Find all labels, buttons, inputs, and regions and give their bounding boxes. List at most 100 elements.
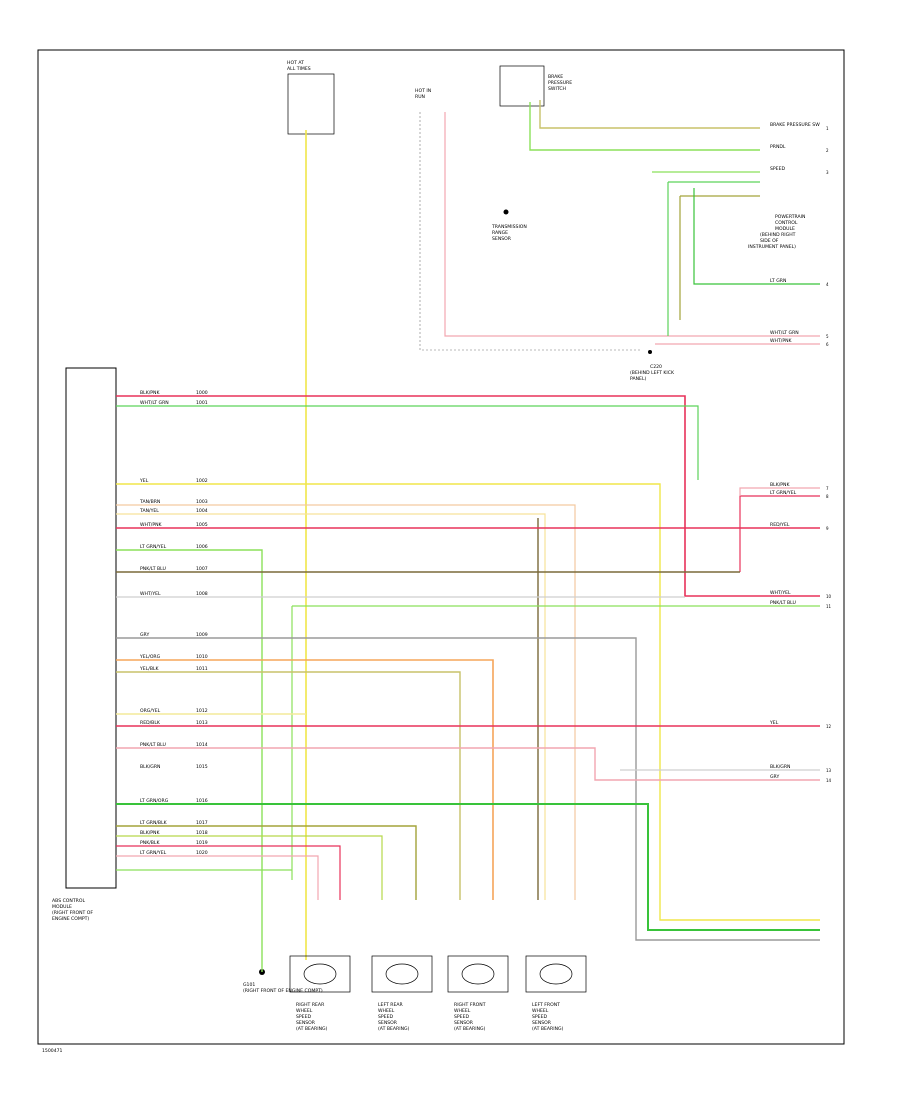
wire-color-label: LT GRN/YEL (140, 850, 167, 856)
svg-text:RANGE: RANGE (492, 230, 508, 236)
hot-in-run-label: HOT IN RUN (415, 88, 431, 100)
connector-pin: 5 (826, 334, 829, 339)
connector-pin: 10 (826, 594, 832, 599)
wire-color-label: WHT/LT GRN (140, 400, 169, 406)
svg-text:MODULE: MODULE (775, 226, 795, 232)
connector-pin: 11 (826, 604, 832, 609)
wire-color-label: BLK/GRN (140, 764, 160, 770)
wire-color-label: PNK/LT BLU (140, 566, 166, 572)
wire-pink-upper-right (739, 495, 820, 572)
connector-label: BRAKE PRESSURE SW (770, 122, 820, 128)
svg-text:(AT BEARING): (AT BEARING) (532, 1026, 564, 1032)
wire-circuit-label: 1015 (196, 764, 208, 770)
wire-color-label: WHT/PNK (140, 522, 163, 528)
wire-circuit-label: 1018 (196, 830, 208, 836)
wire-yel-484 (116, 483, 820, 921)
connector-label: PNK/LT BLU (770, 600, 796, 606)
c220-connector-label: C220 (BEHIND LEFT KICK PANEL) (630, 350, 675, 382)
svg-text:(RIGHT FRONT OF ENGINE COMPT): (RIGHT FRONT OF ENGINE COMPT) (243, 988, 323, 994)
wire-color-label: WHT/YEL (140, 591, 161, 597)
connector-label: WHT/YEL (770, 590, 791, 596)
svg-text:SENSOR: SENSOR (532, 1020, 552, 1026)
powertrain-control-module-label: POWERTRAIN CONTROL MODULE (BEHIND RIGHT … (748, 214, 805, 250)
svg-text:RIGHT FRONT: RIGHT FRONT (454, 1002, 486, 1008)
wire-color-label: TAN/YEL (139, 508, 159, 514)
wire-wht-ltgrn (116, 405, 699, 480)
svg-text:SENSOR: SENSOR (454, 1020, 474, 1026)
wire-color-label: LT GRN/ORG (140, 798, 169, 804)
wire-circuit-label: 1009 (196, 632, 208, 638)
sensor-left-rear: LEFT REAR WHEEL SPEED SENSOR (AT BEARING… (371, 955, 433, 1032)
connector-pin: 14 (826, 778, 832, 783)
sensor-right-rear: RIGHT REAR WHEEL SPEED SENSOR (AT BEARIN… (289, 955, 351, 1032)
connector-pin: 7 (826, 486, 829, 491)
wire-circuit-label: 1013 (196, 720, 208, 726)
svg-text:RIGHT REAR: RIGHT REAR (296, 1002, 325, 1008)
svg-text:SENSOR: SENSOR (378, 1020, 398, 1026)
diagram-frame (37, 49, 845, 1045)
connector-label: PRNDL (770, 144, 786, 150)
svg-text:PANEL): PANEL) (630, 376, 647, 382)
wire-circuit-label: 1004 (196, 508, 208, 514)
connector-pin: 1 (826, 126, 829, 131)
svg-text:ALL TIMES: ALL TIMES (287, 66, 311, 72)
connector-pin: 4 (826, 282, 829, 287)
connector-pin: 8 (826, 494, 829, 499)
module-name-line-3: (RIGHT FRONT OF (52, 910, 93, 916)
wire-yel-blk-672 (116, 671, 461, 900)
svg-text:WHEEL: WHEEL (378, 1008, 395, 1014)
wire-circuit-label: 1017 (196, 820, 208, 826)
abs-control-module: ABS CONTROL MODULE (RIGHT FRONT OF ENGIN… (52, 367, 117, 922)
svg-text:INSTRUMENT PANEL): INSTRUMENT PANEL) (748, 244, 796, 250)
wire-blk-grn-804 (116, 803, 820, 931)
wire-circuit-label: 1008 (196, 591, 208, 597)
wire-circuit-label: 1019 (196, 840, 208, 846)
wire-color-label: LT GRN/BLK (140, 820, 168, 826)
wire-olive-bps-1 (539, 100, 760, 129)
fuse-block-label: HOT AT ALL TIMES (287, 60, 335, 135)
wire-circuit-label: 1007 (196, 566, 208, 572)
component-labels: HOT AT ALL TIMES HOT IN RUN BRAKE PRESSU… (243, 60, 805, 994)
wire-color-label: ORG/YEL (140, 708, 161, 714)
wire-circuit-label: 1011 (196, 666, 208, 672)
module-name-line-2: MODULE (52, 904, 72, 910)
svg-text:G101: G101 (243, 982, 255, 988)
wire-circuit-label: 1014 (196, 742, 208, 748)
connector-label: RED/YEL (770, 522, 790, 528)
wire-color-label: GRY (140, 632, 149, 638)
svg-text:WHEEL: WHEEL (532, 1008, 549, 1014)
wire-pink-upper-right-2 (739, 487, 820, 496)
wire-yel-org-660 (116, 659, 494, 900)
svg-text:SENSOR: SENSOR (492, 236, 512, 242)
wire-circuit-label: 1002 (196, 478, 208, 484)
svg-text:C220: C220 (650, 364, 662, 370)
svg-text:(AT BEARING): (AT BEARING) (454, 1026, 486, 1032)
wire-dash-hot-in-run (419, 112, 640, 351)
svg-text:POWERTRAIN: POWERTRAIN (775, 214, 805, 220)
svg-text:SPEED: SPEED (296, 1014, 311, 1020)
svg-text:SENSOR: SENSOR (296, 1020, 316, 1026)
wire-color-label: YEL/BLK (139, 666, 160, 672)
wire-circuit-label: 1006 (196, 544, 208, 550)
wire-blk-pnk-top (116, 395, 820, 597)
wire-gry-638 (116, 637, 820, 941)
connector-pin: 9 (826, 526, 829, 531)
wire-color-label: BLK/PNK (140, 830, 160, 836)
wire-circuit-label: 1020 (196, 850, 208, 856)
svg-text:SIDE OF: SIDE OF (760, 238, 779, 244)
svg-text:(AT BEARING): (AT BEARING) (296, 1026, 328, 1032)
svg-text:SPEED: SPEED (532, 1014, 547, 1020)
connector-label: LT GRN (770, 278, 786, 284)
connector-label: WHT/LT GRN (770, 330, 799, 336)
svg-text:(BEHIND LEFT KICK: (BEHIND LEFT KICK (630, 370, 675, 376)
connector-label: LT GRN/YEL (770, 490, 797, 496)
svg-text:SPEED: SPEED (378, 1014, 393, 1020)
wires (116, 100, 820, 972)
wire-ltgrn-org-826 (116, 825, 417, 900)
connector-label: GRY (770, 774, 779, 780)
wire-pnk-blk-856 (116, 855, 319, 900)
svg-text:SPEED: SPEED (454, 1014, 469, 1020)
